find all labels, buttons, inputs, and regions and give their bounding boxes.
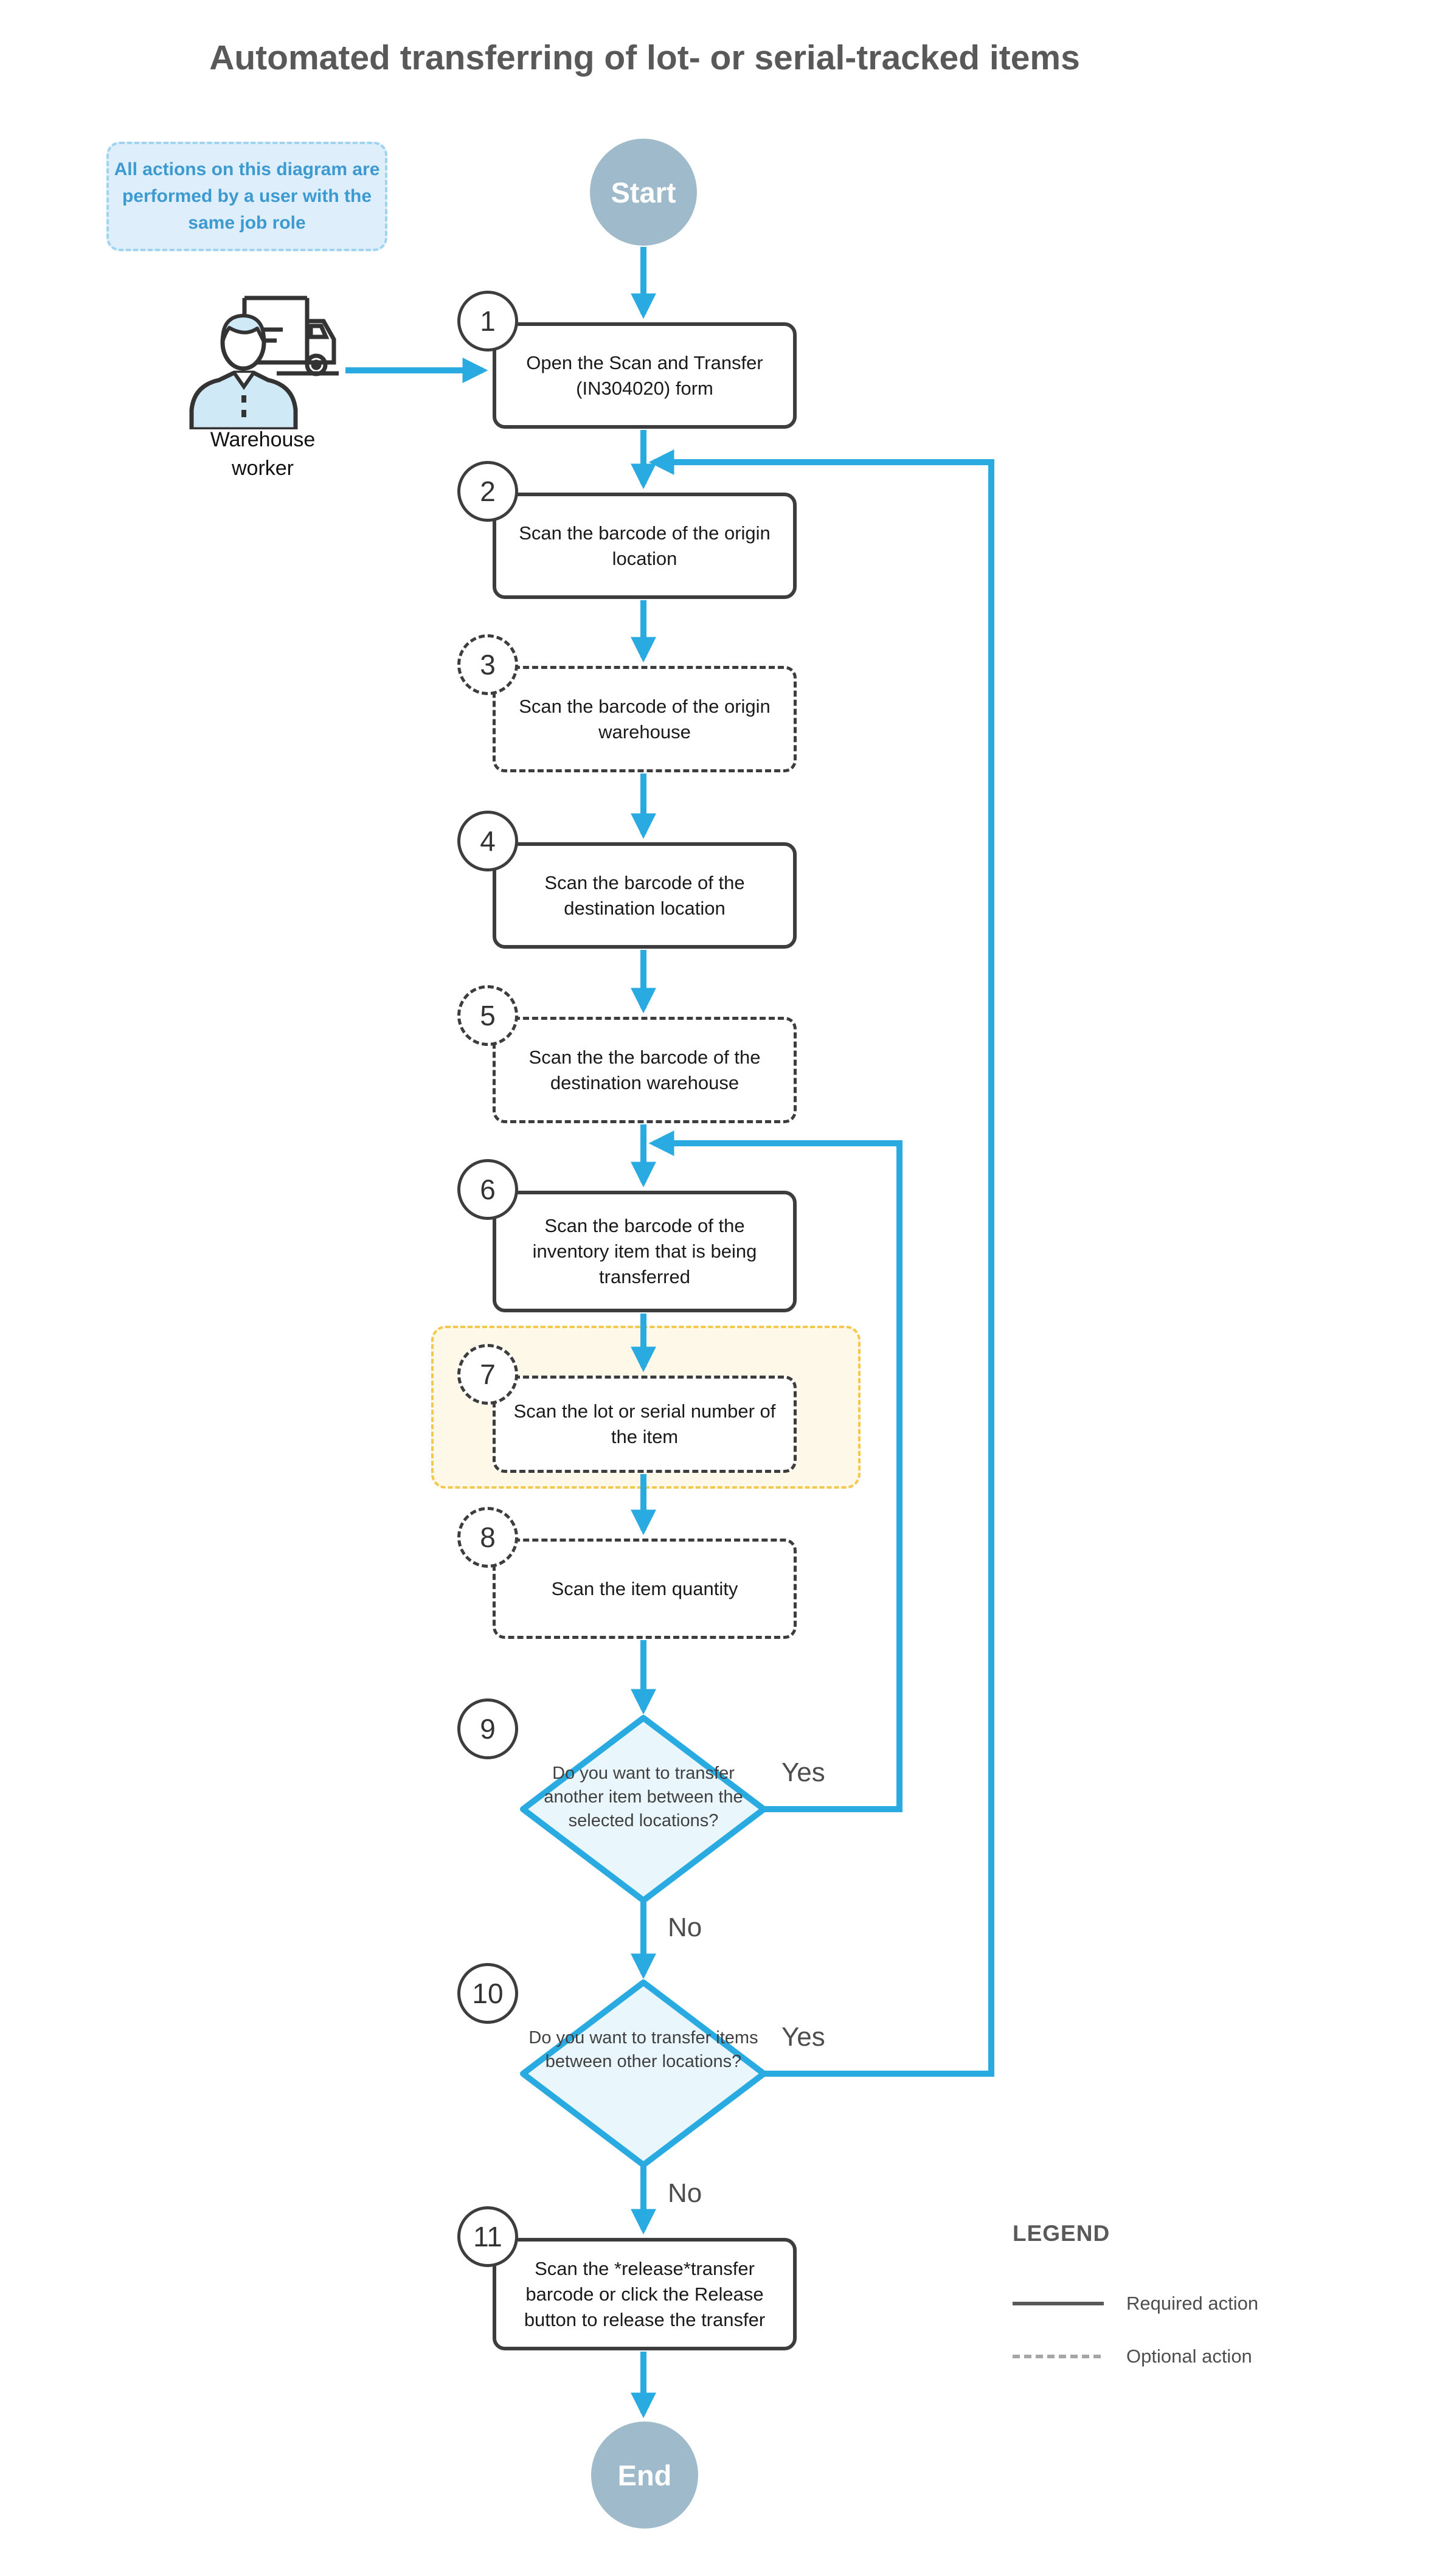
step6-number-badge: 6 (457, 1159, 518, 1220)
legend-dashed-line (1013, 2355, 1101, 2358)
decision9-no-label: No (668, 1913, 702, 1942)
decision9-number-badge: 9 (457, 1698, 518, 1759)
step1-number-badge: 1 (457, 291, 518, 351)
step8-box: Scan the item quantity (493, 1539, 797, 1639)
step5-number-badge: 5 (457, 985, 518, 1046)
decision9-diamond (520, 1715, 767, 1903)
decision10-no-label: No (668, 2178, 702, 2208)
step8-number-badge: 8 (457, 1507, 518, 1568)
decision10-text: Do you want to transfer items between ot… (528, 2028, 758, 2071)
step5-box: Scan the the barcode of the destination … (493, 1017, 797, 1123)
step2-number-badge: 2 (457, 461, 518, 522)
legend-optional-label: Optional action (1126, 2346, 1252, 2367)
arrow-decision9-yes-loop (648, 1130, 902, 1812)
step3-number-badge: 3 (457, 634, 518, 695)
diagram-title: Automated transferring of lot- or serial… (209, 38, 1080, 77)
step11-box: Scan the *release*transfer barcode or cl… (493, 2238, 797, 2350)
step7-box: Scan the lot or serial number of the ite… (493, 1376, 797, 1473)
decision10-number-badge: 10 (457, 1963, 518, 2024)
legend-required-label: Required action (1126, 2293, 1259, 2314)
step2-box: Scan the barcode of the origin location (493, 493, 797, 599)
arrow-decision10-yes-loop (648, 449, 994, 2077)
decision9-text: Do you want to transfer another item bet… (544, 1764, 743, 1830)
decision10-diamond (520, 1979, 767, 2168)
step3-box: Scan the barcode of the origin warehouse (493, 666, 797, 772)
start-node: Start (590, 139, 697, 246)
step7-number-badge: 7 (457, 1344, 518, 1405)
step11-number-badge: 11 (457, 2206, 518, 2267)
step4-box: Scan the barcode of the destination loca… (493, 842, 797, 949)
warehouse-worker-label: Warehouse worker (210, 428, 316, 480)
step4-number-badge: 4 (457, 811, 518, 871)
decision10-yes-label: Yes (781, 2022, 825, 2052)
note-box: All actions on this diagram are performe… (106, 142, 387, 251)
step6-box: Scan the barcode of the inventory item t… (493, 1191, 797, 1312)
legend-heading: LEGEND (1013, 2221, 1110, 2246)
step1-box: Open the Scan and Transfer (IN304020) fo… (493, 322, 797, 429)
warehouse-worker-icon (189, 296, 339, 429)
decision9-yes-label: Yes (781, 1757, 825, 1787)
end-node: End (591, 2422, 698, 2529)
legend-solid-line (1013, 2302, 1104, 2305)
